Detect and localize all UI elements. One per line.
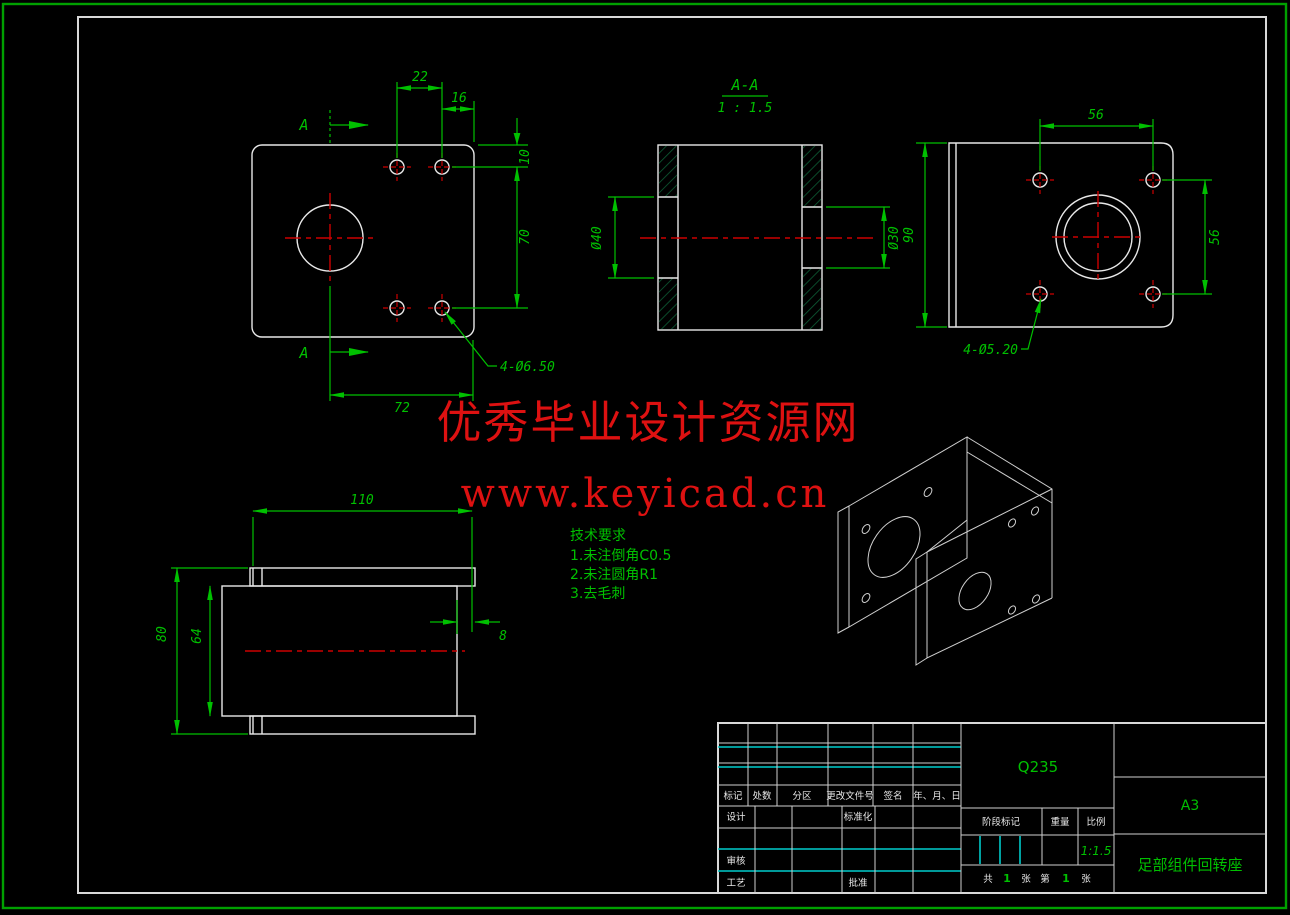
dim-text: 10: [518, 149, 533, 165]
dim-22: 22: [396, 70, 443, 158]
dim-text: 8: [499, 629, 507, 644]
revision-table: 标记 处数 分区 更改文件号 签名 年、月、日 设计 标准化 审核 工艺 批准: [718, 723, 962, 893]
dim-d40: Ø40: [590, 196, 654, 279]
design-label: 设计: [726, 811, 746, 823]
dim-70: 70: [452, 166, 533, 309]
front-centerlines: [285, 153, 456, 322]
sheet-no-label: 第: [1040, 873, 1050, 885]
inner-frame: [77, 16, 1267, 894]
dim-90: 90: [902, 142, 947, 328]
channel-bottom-flange: [249, 715, 476, 735]
hole-callout-text: 4-Ø6.50: [500, 360, 555, 375]
stage-label: 阶段标记: [982, 816, 1021, 828]
side-centerlines: [1026, 166, 1167, 308]
tech-req-title: 技术要求: [570, 528, 626, 544]
dim-text: 16: [451, 91, 467, 106]
material-value: Q235: [1018, 758, 1058, 776]
dim-text: 64: [190, 628, 205, 644]
dim-text: 72: [394, 401, 410, 416]
channel-top-flange: [249, 567, 476, 587]
hole-callout-leader: 4-Ø5.20: [963, 298, 1042, 358]
material-stage-block: Q235 阶段标记 重量 比例 1:1.5 共 1 张 第 1 张: [961, 723, 1115, 893]
tech-req-item: 2.未注圆角R1: [570, 567, 658, 583]
dim-text: 80: [155, 626, 170, 642]
dim-text: 22: [412, 70, 428, 85]
section-letter-bottom: A: [298, 344, 308, 362]
front-view: 22 16 10 70 72 4-Ø6.50: [251, 70, 555, 416]
sheet-total-value: 1: [1003, 872, 1011, 885]
watermark-line1: 优秀毕业设计资源网: [436, 396, 859, 449]
tech-req-item: 1.未注倒角C0.5: [570, 548, 671, 564]
dim-80: 80: [155, 567, 248, 735]
section-title: A-A: [730, 76, 758, 94]
standard-label: 标准化: [844, 811, 873, 823]
side-plate-outline: [948, 142, 1174, 328]
dim-text: 56: [1088, 108, 1104, 123]
dim-d30: Ø30: [826, 206, 902, 269]
iso-right-plate: [926, 488, 1053, 659]
rev-header: 处数: [752, 790, 772, 802]
title-block: 标记 处数 分区 更改文件号 签名 年、月、日 设计 标准化 审核 工艺 批准 …: [717, 722, 1267, 894]
sheet-total-label: 共: [983, 874, 993, 885]
hatch-area: [803, 146, 821, 207]
side-view: 56 90 56 4-Ø5.20: [902, 108, 1223, 358]
dim-64: 64: [190, 585, 213, 717]
rev-header: 分区: [792, 791, 812, 802]
hatch-area: [659, 278, 677, 329]
hole-callout-leader: 4-Ø6.50: [444, 311, 555, 375]
iso-web-edges: [966, 436, 1053, 598]
section-letter-top: A: [298, 116, 308, 134]
rev-header: 签名: [883, 790, 902, 802]
weight-label: 重量: [1050, 816, 1070, 828]
sheet-unit: 张: [1081, 874, 1091, 885]
hatch-area: [803, 268, 821, 329]
scale-label: 比例: [1086, 816, 1105, 828]
dim-text: 56: [1208, 229, 1223, 245]
section-outline: [657, 144, 823, 331]
bottom-view: 110 80 64 8: [155, 493, 507, 735]
approve-label: 批准: [848, 877, 868, 889]
dim-56-top: 56: [1039, 108, 1154, 171]
rev-header: 更改文件号: [826, 790, 874, 802]
dim-72: 72: [329, 286, 474, 416]
dim-10: 10: [452, 118, 533, 168]
iso-left-plate: [848, 436, 968, 628]
title-block-outline: [717, 722, 1267, 894]
name-block: A3 足部组件回转座: [1114, 776, 1266, 874]
rev-header: 标记: [723, 790, 743, 802]
watermark: 优秀毕业设计资源网 www.keyicad.cn: [436, 396, 859, 517]
dim-text: Ø30: [887, 226, 902, 250]
dim-16: 16: [441, 91, 475, 142]
iso-3d-view: [837, 436, 1053, 666]
sheet-no-value: 1: [1062, 872, 1070, 885]
dim-text: Ø40: [590, 226, 605, 250]
section-cut-marks: A A: [298, 110, 369, 362]
sheet-unit: 张: [1021, 874, 1031, 885]
tech-requirements: 技术要求 1.未注倒角C0.5 2.未注圆角R1 3.去毛刺: [570, 528, 671, 602]
scale-value: 1:1.5: [1081, 844, 1112, 858]
rev-header: 年、月、日: [913, 790, 961, 802]
dim-text: 90: [902, 227, 917, 243]
paper-size: A3: [1181, 798, 1199, 814]
part-name: 足部组件回转座: [1137, 856, 1242, 874]
iso-left-hole: [867, 516, 921, 578]
front-plate-outline: [251, 144, 475, 338]
hole-callout-text: 4-Ø5.20: [963, 343, 1018, 358]
check-label: 审核: [726, 855, 746, 867]
dim-56-right: 56: [1162, 179, 1223, 295]
watermark-line2: www.keyicad.cn: [461, 471, 830, 517]
process-label: 工艺: [726, 878, 745, 889]
tech-req-item: 3.去毛刺: [570, 586, 625, 602]
dim-8: 8: [430, 600, 507, 644]
section-view-aa: A-A 1 : 1.5 Ø40 Ø30: [590, 76, 902, 331]
hatch-area: [659, 146, 677, 197]
dim-110: 110: [252, 493, 473, 632]
dim-text: 110: [350, 493, 374, 508]
dim-text: 70: [518, 229, 533, 245]
iso-right-hole: [958, 571, 992, 611]
section-scale: 1 : 1.5: [718, 101, 773, 116]
